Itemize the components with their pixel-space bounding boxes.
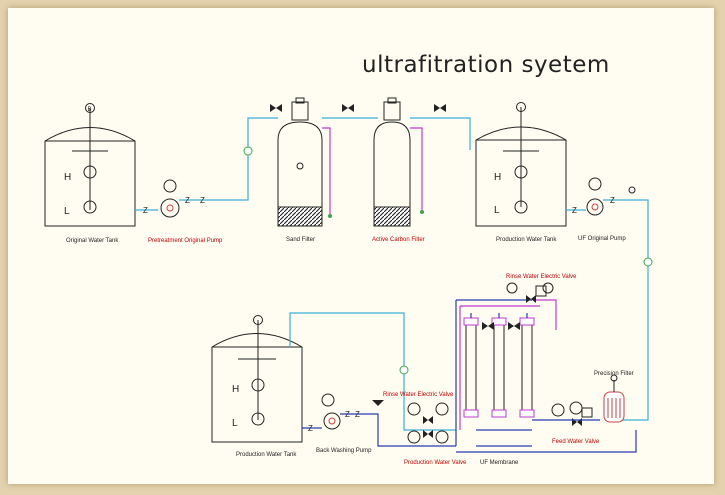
back-washing-pump-label: Back Washing Pump [316, 448, 372, 454]
svg-text:Z: Z [308, 424, 313, 433]
svg-text:Z: Z [200, 196, 205, 205]
svg-text:B: B [88, 107, 92, 113]
rinse-valve-mid-label: Rinse Water Electric Valve [383, 392, 454, 398]
drawing-sheet [8, 8, 714, 484]
svg-text:Z: Z [355, 410, 360, 419]
precision-filter [603, 374, 625, 423]
carbon-filter-label: Active Carbon Filter [372, 237, 425, 243]
level-h-label-3: H [232, 384, 239, 395]
svg-text:Z: Z [572, 206, 577, 215]
pressure-gauge-1 [243, 146, 253, 156]
level-l-label: L [64, 206, 70, 217]
back-washing-pump [321, 393, 341, 430]
uf-original-pump [586, 177, 604, 216]
level-l-label-2: L [494, 205, 500, 216]
level-h-label-2: H [494, 172, 501, 183]
svg-text:Z: Z [345, 410, 350, 419]
pressure-gauge-2 [643, 257, 653, 267]
valve-top-3 [434, 104, 446, 112]
feed-water-valve-label: Feed Water Valve [552, 439, 600, 445]
production-water-tank-top: H L [475, 102, 567, 227]
sand-filter [277, 97, 323, 227]
rinse-valve-top-label: Rinse Water Electric Valve [506, 274, 577, 280]
feed-water-valve [551, 401, 593, 426]
production-tank-top-label: Production Water Tank [496, 237, 557, 243]
uf-membrane-label: UF Membrane [480, 460, 519, 466]
original-water-tank-label: Original Water Tank [66, 238, 119, 244]
pretreatment-pump-label: Pretreatment Original Pump [148, 238, 223, 244]
pressure-gauge-3 [399, 365, 409, 375]
svg-text:Z: Z [185, 196, 190, 205]
valve-top-2 [342, 104, 354, 112]
production-valve-label: Production Water Valve [404, 460, 467, 466]
valve-top-1 [270, 104, 282, 112]
uf-pump-label: UF Original Pump [578, 236, 626, 242]
rinse-valve-top [506, 282, 557, 330]
pretreatment-pump [160, 179, 180, 218]
svg-text:Z: Z [610, 196, 615, 205]
carbon-filter [373, 97, 411, 227]
level-l-label-3: L [232, 418, 238, 429]
level-h-label: H [64, 172, 71, 183]
original-water-tank: B H L [44, 103, 136, 227]
sand-filter-label: Sand Filter [286, 237, 315, 243]
svg-text:Z: Z [143, 206, 148, 215]
production-water-tank-bottom: H L [211, 315, 303, 443]
uf-membranes [455, 299, 540, 447]
valve-group-left [407, 402, 449, 444]
precision-filter-label: Precision Filter [594, 371, 634, 377]
diagram-title: ultrafitration syetem [362, 52, 610, 78]
production-tank-bottom-label: Production Water Tank [236, 452, 297, 458]
